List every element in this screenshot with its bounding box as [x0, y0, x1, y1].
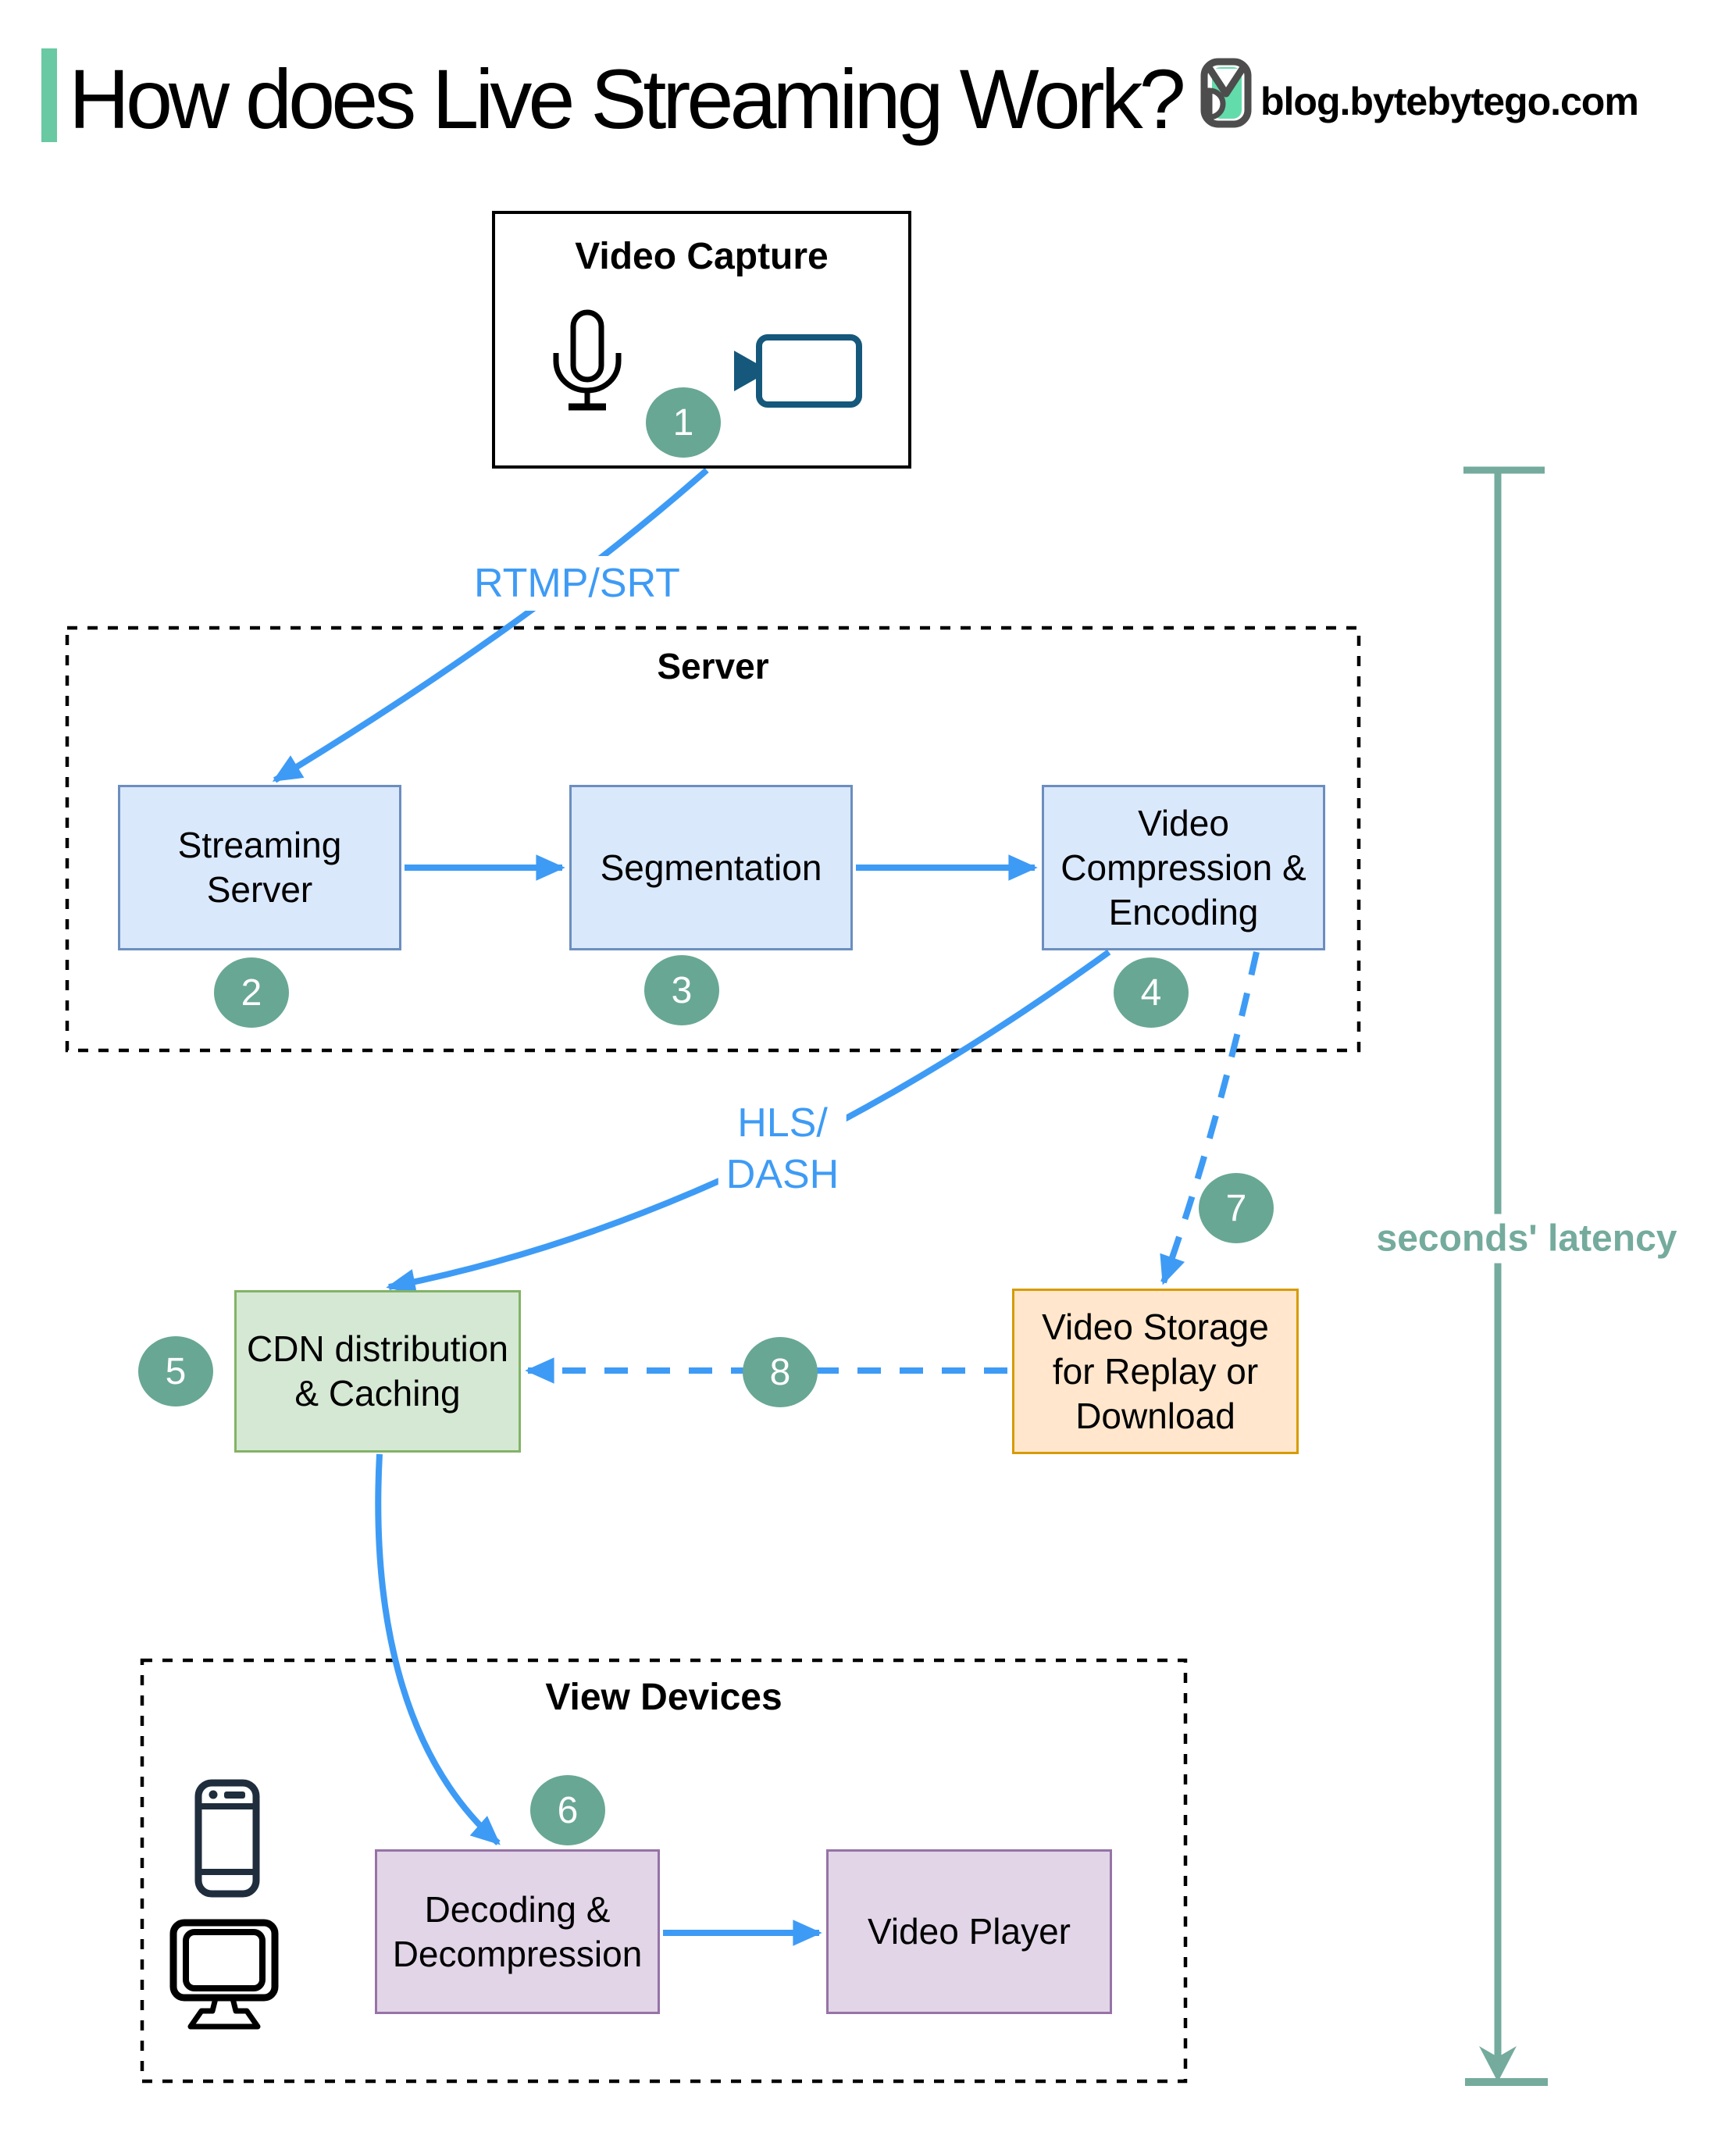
step-badge-5: 5	[138, 1336, 213, 1406]
site-label: blog.bytebytego.com	[1260, 80, 1639, 123]
decoding-box: Decoding & Decompression	[375, 1849, 660, 2014]
step-badge-3: 3	[644, 955, 719, 1025]
video-compression-box: Video Compression & Encoding	[1042, 785, 1325, 950]
monitor-icon	[169, 1919, 279, 2030]
server-group-border	[65, 626, 1361, 1053]
server-group-title: Server	[657, 646, 769, 686]
microphone-icon	[553, 309, 622, 411]
step-badge-1: 1	[646, 387, 721, 458]
cdn-box: CDN distribution & Caching	[234, 1290, 521, 1453]
latency-measure-line	[1463, 466, 1548, 2086]
hls-dash-label: HLS/ DASH	[718, 1096, 847, 1202]
video-camera-icon	[734, 334, 862, 408]
step-badge-8: 8	[743, 1337, 818, 1407]
step-badge-2: 2	[214, 957, 289, 1028]
page-title: How does Live Streaming Work?	[69, 52, 1186, 146]
step-badge-7: 7	[1199, 1173, 1274, 1243]
step-badge-4: 4	[1114, 957, 1189, 1028]
arrow-capture-to-streaming-server	[272, 467, 709, 783]
rtmp-srt-label: RTMP/SRT	[466, 556, 688, 611]
latency-label: seconds' latency	[1365, 1214, 1688, 1264]
smartphone-icon	[194, 1779, 260, 1898]
arrow-compression-to-storage-dashed	[1160, 951, 1260, 1285]
arrow-cdn-to-decoding	[375, 1453, 501, 1845]
bytebytego-logo-icon	[1200, 58, 1252, 128]
video-capture-title: Video Capture	[575, 236, 829, 277]
step-badge-6: 6	[530, 1775, 605, 1845]
video-storage-box: Video Storage for Replay or Download	[1012, 1289, 1299, 1454]
view-devices-group-title: View Devices	[545, 1677, 782, 1718]
streaming-server-box: Streaming Server	[118, 785, 401, 950]
title-accent-bar	[41, 48, 57, 142]
video-player-box: Video Player	[826, 1849, 1112, 2014]
segmentation-box: Segmentation	[569, 785, 853, 950]
